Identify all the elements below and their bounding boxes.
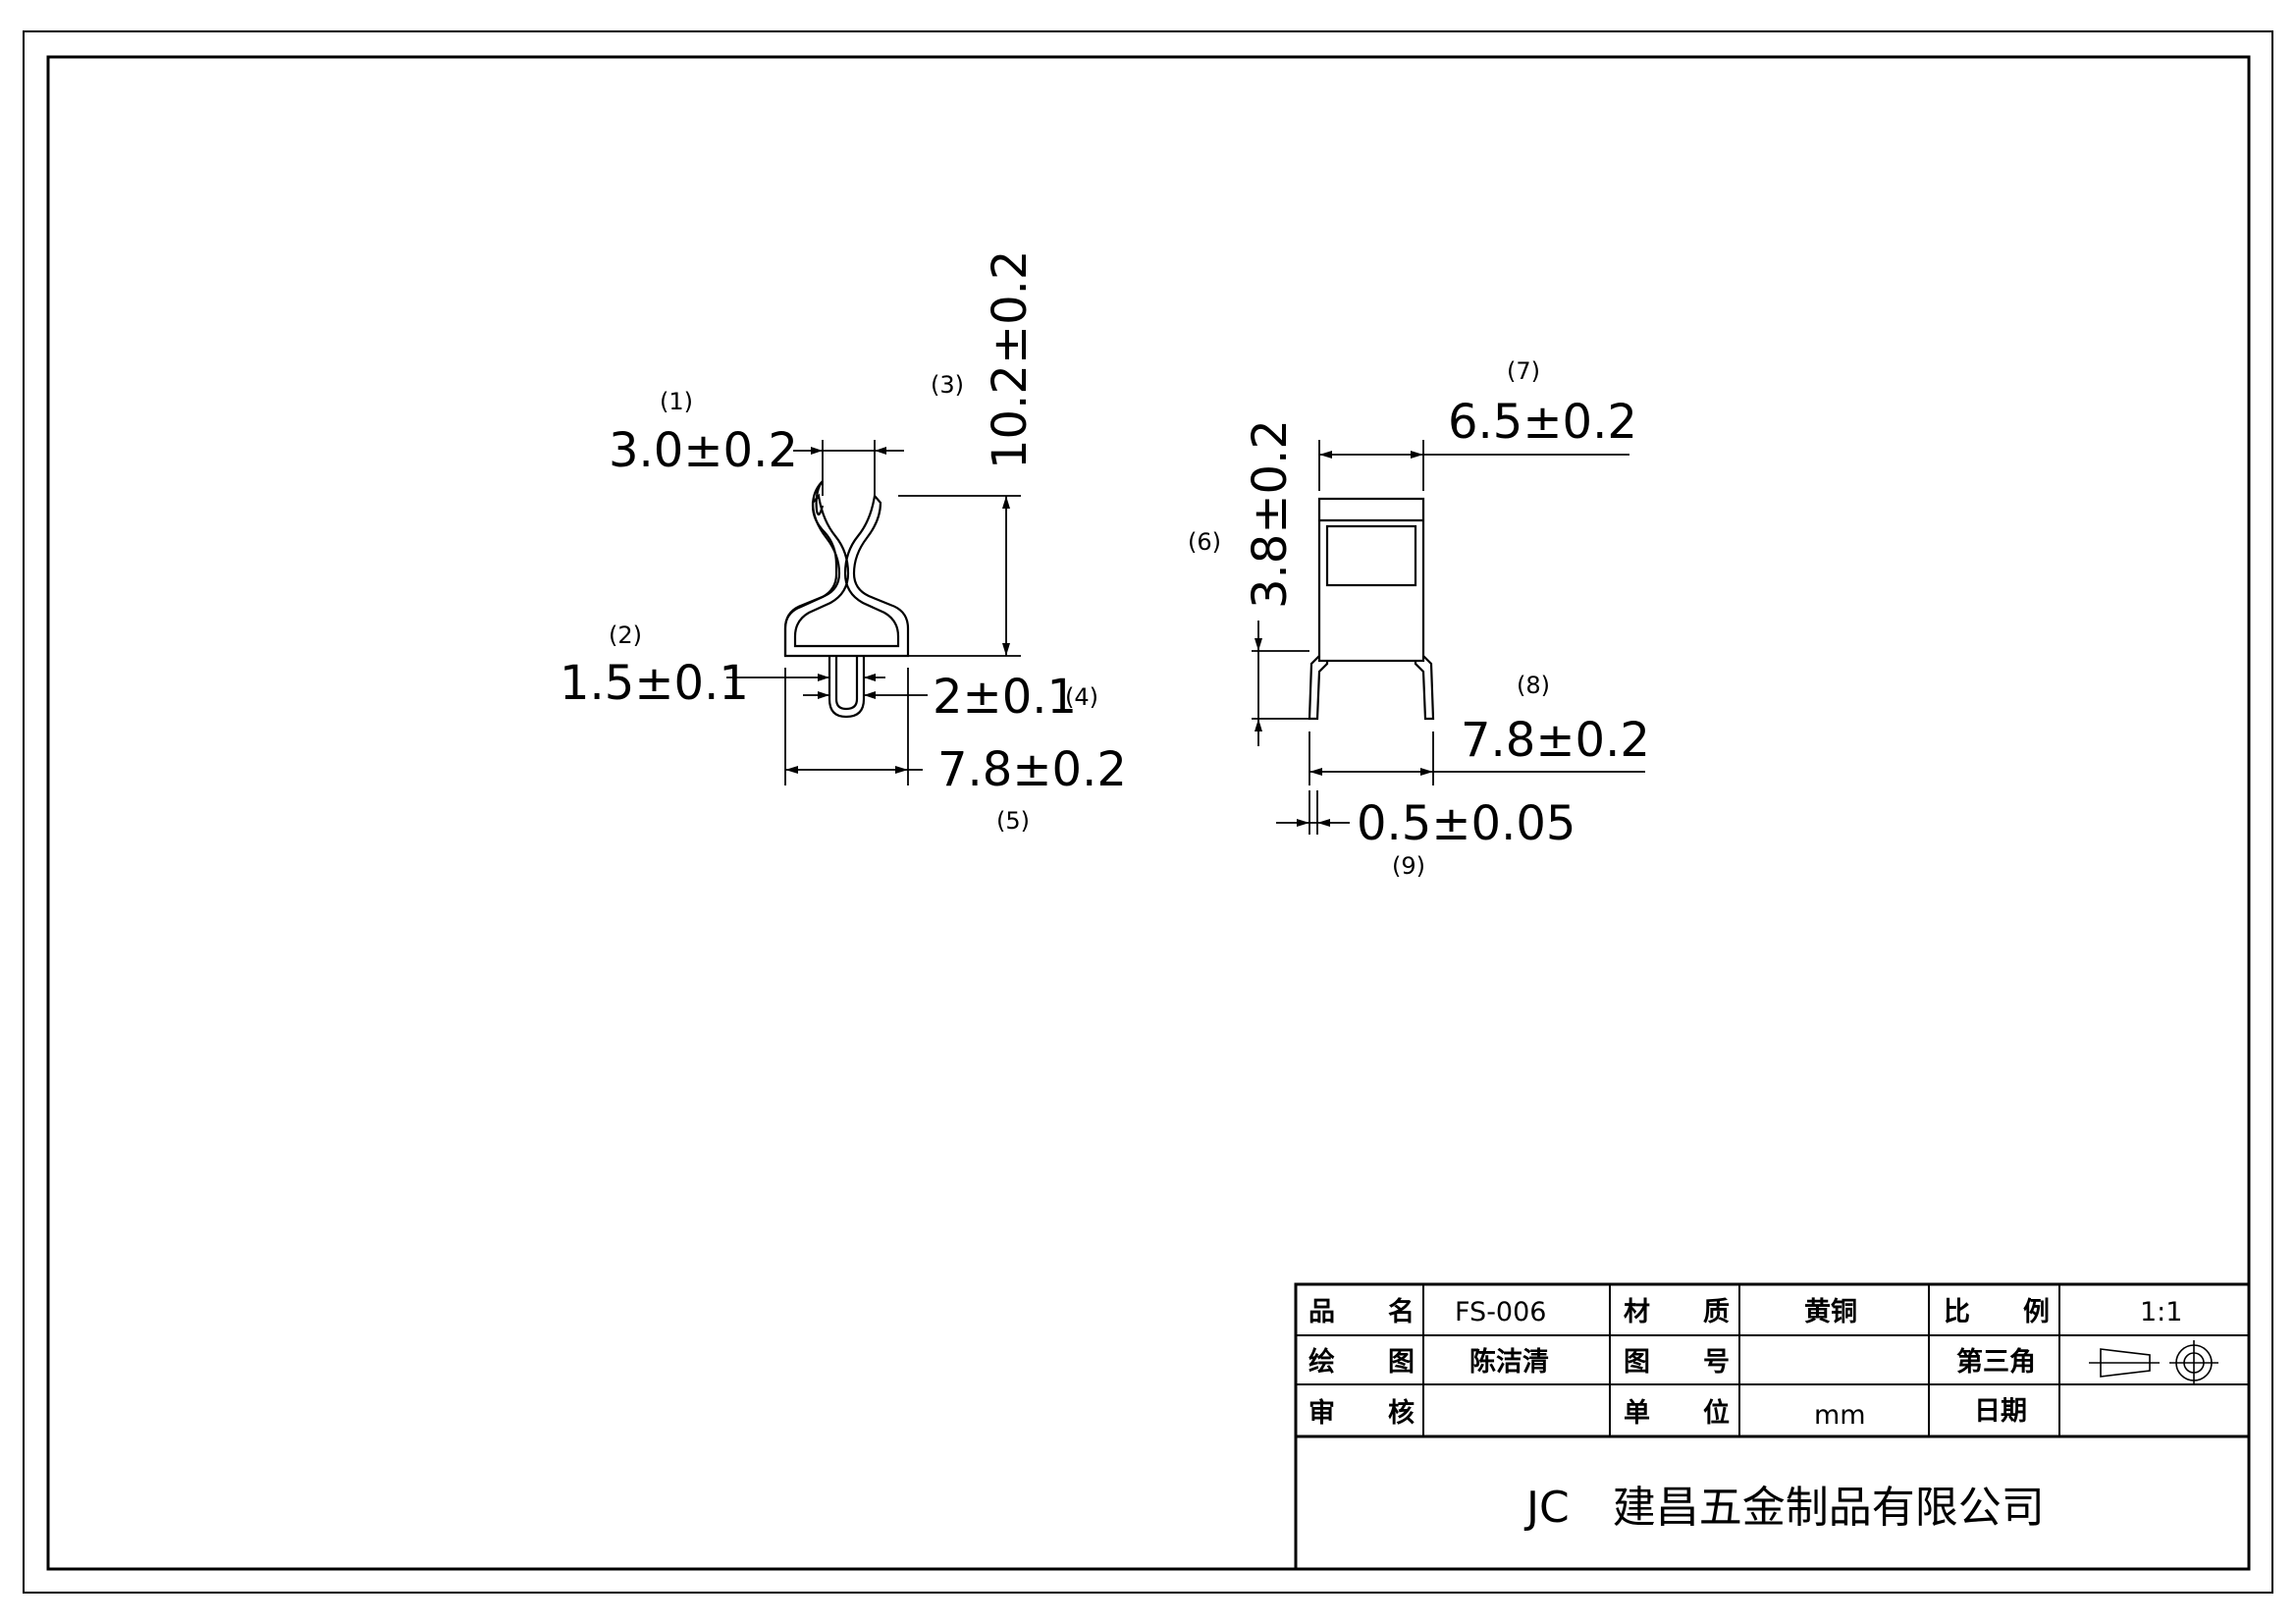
value-unit: mm bbox=[1814, 1400, 1866, 1431]
title-block bbox=[1294, 1282, 2251, 1571]
dim-value-5: 7.8±0.2 bbox=[937, 742, 1127, 797]
side-view bbox=[1308, 497, 1435, 721]
dim-value-6: 3.8±0.2 bbox=[1243, 419, 1298, 609]
dim-value-4: 2±0.1 bbox=[933, 670, 1077, 725]
side-body bbox=[1317, 497, 1425, 663]
dim-value-1: 3.0±0.2 bbox=[609, 423, 798, 478]
front-dimension-lines bbox=[726, 440, 1021, 785]
label-product-name: 品 名 bbox=[1308, 1296, 1415, 1327]
label-date: 日期 bbox=[1974, 1396, 2027, 1427]
dim-label-9: (9) bbox=[1392, 852, 1425, 880]
pin bbox=[828, 656, 866, 719]
clip-outline-outer bbox=[783, 480, 838, 656]
dim-label-8: (8) bbox=[1517, 672, 1550, 699]
dim-label-5: (5) bbox=[996, 807, 1030, 835]
dim-label-7: (7) bbox=[1507, 357, 1540, 385]
dim-label-4: (4) bbox=[1065, 683, 1098, 711]
side-arrowheads bbox=[1255, 451, 1433, 827]
front-arrowheads bbox=[785, 447, 1010, 774]
label-drawing-no: 图 号 bbox=[1624, 1347, 1730, 1378]
label-checked: 审 核 bbox=[1308, 1397, 1415, 1429]
dim-value-9: 0.5±0.05 bbox=[1357, 796, 1575, 851]
dim-value-3: 10.2±0.2 bbox=[983, 250, 1038, 469]
clip-outline bbox=[783, 493, 910, 658]
value-scale: 1:1 bbox=[2140, 1297, 2182, 1327]
label-material: 材 质 bbox=[1624, 1297, 1730, 1327]
label-projection: 第三角 bbox=[1956, 1346, 2036, 1378]
side-window bbox=[1325, 524, 1417, 587]
dim-label-3: (3) bbox=[931, 371, 964, 399]
label-unit: 单 位 bbox=[1624, 1397, 1730, 1429]
front-view bbox=[783, 480, 910, 719]
dim-value-7: 6.5±0.2 bbox=[1448, 395, 1637, 450]
dim-label-6: (6) bbox=[1188, 528, 1221, 556]
value-drawn: 陈洁清 bbox=[1469, 1346, 1549, 1378]
value-product-name: FS-006 bbox=[1455, 1297, 1546, 1327]
pin-inner bbox=[834, 656, 859, 711]
dim-label-1: (1) bbox=[660, 388, 693, 415]
dim-value-2: 1.5±0.1 bbox=[560, 656, 749, 711]
outer-border bbox=[23, 30, 2273, 1594]
side-leg-right bbox=[1414, 655, 1435, 721]
label-scale: 比 例 bbox=[1944, 1297, 2050, 1327]
side-leg-left bbox=[1308, 655, 1329, 721]
value-material: 黄铜 bbox=[1804, 1297, 1857, 1327]
third-angle-projection-icon bbox=[2089, 1340, 2218, 1385]
label-drawn: 绘 图 bbox=[1308, 1346, 1415, 1378]
company-name: JC 建昌五金制品有限公司 bbox=[1523, 1483, 2045, 1533]
side-dimension-lines bbox=[1252, 440, 1645, 835]
dim-value-8: 7.8±0.2 bbox=[1461, 713, 1650, 768]
inner-border bbox=[46, 55, 2251, 1571]
dim-label-2: (2) bbox=[609, 622, 642, 649]
